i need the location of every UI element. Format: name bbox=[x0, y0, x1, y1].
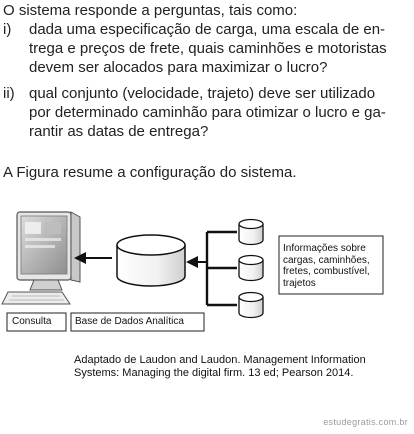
info-box bbox=[278, 235, 384, 295]
database-icon bbox=[116, 234, 186, 287]
info-line: cargas, caminhões, bbox=[283, 254, 370, 266]
summary-text: A Figura resume a configuração do sistem… bbox=[3, 164, 297, 181]
database-box bbox=[70, 312, 205, 332]
arrow-sources-to-database bbox=[186, 256, 207, 268]
item-line: trega e preços de frete, quais caminhões… bbox=[29, 40, 387, 57]
caption-line: Systems: Managing the digital firm. 13 e… bbox=[74, 367, 354, 379]
database-label: Base de Dados Analítica bbox=[75, 316, 184, 327]
consulta-label: Consulta bbox=[12, 316, 52, 327]
item-label: ii) bbox=[3, 85, 15, 102]
item-label: i) bbox=[3, 21, 12, 38]
watermark: estudegratis.com.br bbox=[323, 417, 408, 427]
arrow-database-to-consulta bbox=[74, 252, 112, 264]
source-database-icon bbox=[238, 291, 264, 319]
consulta-box bbox=[6, 312, 67, 332]
info-line: fretes, combustível, bbox=[283, 266, 370, 277]
info-text: Informações sobre cargas, caminhões, fre… bbox=[283, 243, 370, 289]
source-database-icon bbox=[238, 254, 264, 282]
figure-caption: Adaptado de Laudon and Laudon. Managemen… bbox=[74, 354, 366, 380]
intro-text: O sistema responde a perguntas, tais com… bbox=[3, 2, 298, 19]
source-bracket bbox=[205, 230, 237, 307]
computer-icon bbox=[1, 211, 81, 305]
info-line: trajetos bbox=[283, 277, 316, 289]
source-database-icon bbox=[238, 218, 264, 246]
item-line: por determinado caminhão para otimizar o… bbox=[29, 104, 386, 121]
caption-line: Adaptado de Laudon and Laudon. Managemen… bbox=[74, 354, 366, 366]
item-line: qual conjunto (velocidade, trajeto) deve… bbox=[29, 85, 376, 102]
item-line: rantir as datas de entrega? bbox=[29, 123, 209, 140]
question-item: qual conjunto (velocidade, trajeto) deve… bbox=[29, 84, 399, 141]
info-line: Informações sobre bbox=[283, 243, 366, 254]
item-line: dada uma especificação de carga, uma esc… bbox=[29, 21, 386, 38]
question-item: dada uma especificação de carga, uma esc… bbox=[29, 20, 399, 77]
item-line: devem ser alocados para maximizar o lucr… bbox=[29, 59, 328, 76]
system-diagram bbox=[1, 211, 384, 332]
